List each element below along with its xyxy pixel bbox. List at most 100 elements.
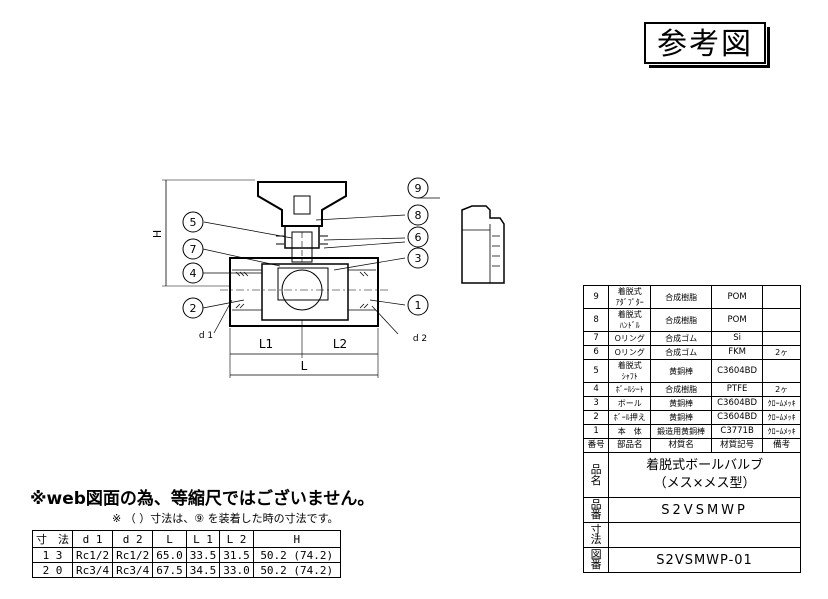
parts-cell-note: ｸﾛｰﾑﾒｯｷ	[762, 424, 801, 439]
balloon-7-label: 7	[190, 243, 197, 256]
parts-cell-material: 黄銅棒	[650, 396, 712, 411]
balloon-3-label: 3	[415, 252, 422, 265]
parts-cell-note: 2ヶ	[762, 345, 801, 360]
parts-cell-material: 合成樹脂	[650, 285, 712, 309]
reference-drawing-title: 参考図	[644, 22, 770, 68]
parts-cell-no: 8	[582, 308, 610, 332]
parts-cell-name: 着脱式 ｼｬﾌﾄ	[608, 359, 652, 383]
parts-cell-no: 5	[582, 359, 610, 383]
parts-cell-code: POM	[710, 308, 764, 332]
product-name-row: 品 名 着脱式ボールバルブ （メス×メス型）	[582, 452, 801, 498]
cell: Rc3/4	[112, 562, 154, 578]
header-cell: 備考	[762, 438, 801, 453]
parts-cell-no: 3	[582, 396, 610, 411]
balloon-8-label: 8	[415, 209, 422, 222]
parts-cell-code: Si	[710, 331, 764, 346]
parts-cell-no: 4	[582, 382, 610, 397]
cell: 1 3	[32, 547, 73, 563]
parts-cell-code: C3604BD	[710, 359, 764, 383]
header-cell: 番号	[582, 438, 610, 453]
parts-cell-name: Oリング	[608, 331, 652, 346]
size-value	[608, 522, 801, 548]
dim-d1-label: d 1	[199, 331, 213, 341]
drawing-number-label: 図 番	[582, 547, 610, 573]
parts-cell-code: POM	[710, 285, 764, 309]
parts-header-row: 番号 部品名 材質名 材質記号 備考	[582, 438, 801, 453]
parts-cell-name: 着脱式 ｱﾀﾞﾌﾟﾀｰ	[608, 285, 652, 309]
table-row: 1 3 Rc1/2 Rc1/2 65.0 33.5 31.5 50.2 (74.…	[32, 547, 341, 563]
header-cell: d 1	[71, 530, 114, 548]
parts-cell-name: ボール	[608, 396, 652, 411]
parts-cell-no: 9	[582, 285, 610, 309]
drawing-number: S2VSMWP-01	[608, 547, 801, 573]
cell: Rc3/4	[71, 562, 114, 578]
parts-cell-no: 1	[582, 424, 610, 439]
header-cell: 部品名	[608, 438, 652, 453]
table-row: 2 0 Rc3/4 Rc3/4 67.5 34.5 33.0 50.2 (74.…	[32, 562, 341, 578]
dimension-note: ※ （ ）寸法は、⑨ を装着した時の寸法です。	[112, 512, 339, 525]
balloon-5-label: 5	[190, 216, 197, 229]
cell: 2 0	[32, 562, 73, 578]
balloon-2-label: 2	[190, 302, 197, 315]
parts-cell-material: 合成ゴム	[650, 345, 712, 360]
header-cell: L	[152, 530, 187, 548]
valve-drawing: 5 7 4 2 9 8 6 3 1 H L1 L2 L d 1 d 2	[151, 177, 505, 378]
parts-cell-material: 合成樹脂	[650, 308, 712, 332]
product-name: 着脱式ボールバルブ （メス×メス型）	[608, 452, 801, 498]
cell: 65.0	[152, 547, 187, 563]
scale-note: ※web図面の為、等縮尺ではございません。	[30, 489, 375, 509]
parts-cell-note	[762, 359, 801, 383]
parts-cell-no: 7	[582, 331, 610, 346]
dim-l-label: L	[301, 359, 308, 373]
cell: 34.5	[185, 562, 221, 578]
cell: 33.5	[185, 547, 221, 563]
product-number-label: 品 番	[582, 497, 610, 523]
header-cell: 材質名	[650, 438, 712, 453]
dim-l1-label: L1	[259, 337, 273, 351]
drawing-number-row: 図 番 S2VSMWP-01	[582, 547, 801, 573]
parts-cell-material: 鍛造用黄銅棒	[650, 424, 712, 439]
parts-cell-material: 合成樹脂	[650, 382, 712, 397]
header-cell: d 2	[112, 530, 154, 548]
parts-cell-note	[762, 285, 801, 309]
product-name-label: 品 名	[582, 452, 610, 498]
parts-cell-no: 2	[582, 410, 610, 425]
cell: 50.2 (74.2)	[252, 562, 341, 578]
size-label: 寸 法	[582, 522, 610, 548]
cell: Rc1/2	[71, 547, 114, 563]
balloon-6-label: 6	[415, 231, 422, 244]
dimension-table: 寸 法 d 1 d 2 L L 1 L 2 H 1 3 Rc1/2 Rc1/2 …	[32, 530, 341, 578]
parts-cell-name: ﾎﾞｰﾙｼｰﾄ	[608, 382, 652, 397]
cell: 67.5	[152, 562, 187, 578]
parts-cell-material: 黄銅棒	[650, 410, 712, 425]
product-number-row: 品 番 S2VSMWP	[582, 497, 801, 523]
parts-cell-code: FKM	[710, 345, 764, 360]
cell: 33.0	[219, 562, 254, 578]
dim-l2-label: L2	[333, 337, 347, 351]
parts-cell-material: 合成ゴム	[650, 331, 712, 346]
size-row: 寸 法	[582, 522, 801, 548]
header-cell: L 2	[219, 530, 254, 548]
parts-cell-note: ｸﾛｰﾑﾒｯｷ	[762, 410, 801, 425]
parts-cell-code: PTFE	[710, 382, 764, 397]
parts-cell-note	[762, 331, 801, 346]
parts-cell-note	[762, 308, 801, 332]
parts-cell-name: ﾎﾞｰﾙ押え	[608, 410, 652, 425]
parts-cell-note: ｸﾛｰﾑﾒｯｷ	[762, 396, 801, 411]
header-cell: 材質記号	[710, 438, 764, 453]
parts-cell-no: 6	[582, 345, 610, 360]
dim-d2-label: d 2	[413, 334, 427, 344]
parts-cell-name: 着脱式 ﾊﾝﾄﾞﾙ	[608, 308, 652, 332]
dimension-table-header: 寸 法 d 1 d 2 L L 1 L 2 H	[32, 530, 341, 548]
parts-cell-code: C3771B	[710, 424, 764, 439]
parts-cell-code: C3604BD	[710, 396, 764, 411]
dim-h-label: H	[151, 230, 164, 238]
